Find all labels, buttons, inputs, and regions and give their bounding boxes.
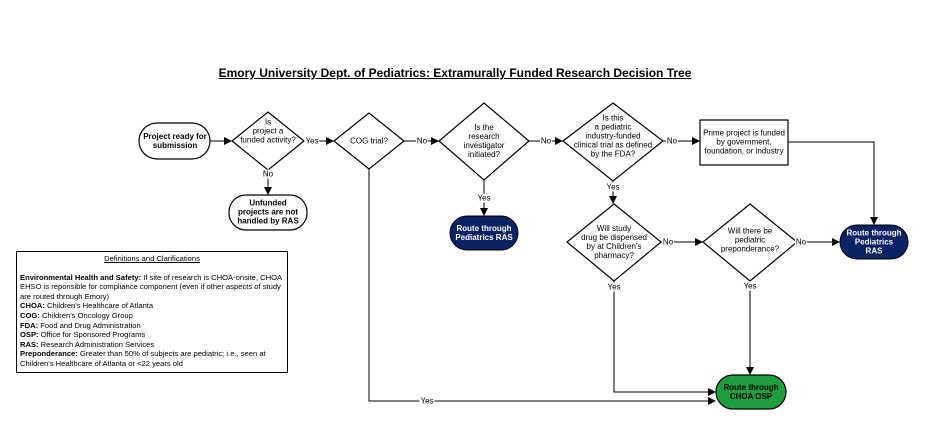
pharmacy-label: Will study drug be dispensed by at Child… (581, 224, 647, 260)
unfunded-label: Unfunded projects are not handled by RAS (237, 198, 299, 226)
definition-term: Preponderance: (20, 349, 78, 359)
edge-label-funded-yes: Yes (304, 136, 320, 146)
edge-label-investigator-no: No (539, 136, 553, 146)
definition-text: Children's Oncology Group (39, 310, 133, 320)
osp-terminal (715, 374, 787, 410)
definition-item: Preponderance: Greater than 50% of subje… (20, 349, 284, 368)
definition-term: COG: (20, 310, 40, 320)
start-label: Project ready for submission (143, 132, 207, 150)
definition-term: CHOA: (20, 301, 45, 311)
edge-label-preponderance-no: No (794, 237, 808, 247)
prime-label: Prime project is funded by government, f… (703, 128, 785, 156)
definition-item: COG: Children's Oncology Group (20, 311, 284, 321)
investigator-label: Is the research investigator initiated? (463, 123, 505, 159)
edge-label-pharmacy-no: No (661, 237, 675, 247)
arrow-prime-to-ras (788, 141, 878, 225)
definitions-box: Definitions and Clarifications Environme… (16, 251, 288, 373)
funded-label: Is project a funded activity? (240, 117, 296, 145)
ras-2-label: Route through Pediatrics RAS (846, 228, 902, 256)
edge-label-funded-no: No (261, 169, 275, 179)
definition-term: RAS: (20, 339, 39, 349)
edge-label-investigator-yes: Yes (476, 193, 492, 203)
definition-text: Food and Drug Administration (38, 320, 141, 330)
unfunded-terminal (228, 194, 308, 231)
definition-item: RAS: Research Administration Services (20, 340, 284, 350)
definition-text: If site of research is CHOA-onsite, CHOA… (20, 272, 282, 301)
definition-item: CHOA: Children's Healthcare of Atlanta (20, 301, 284, 311)
preponderance-label: Will there be pediatric preponderance? (720, 226, 780, 254)
arrow-pharmacy-to-osp (613, 281, 716, 396)
industry-label: Is this a pediatric industry-funded clin… (573, 113, 653, 159)
definitions-heading: Definitions and Clarifications (104, 254, 200, 263)
definition-text: Office for Sponsored Programs (38, 330, 146, 340)
osp-label: Route through CHOA OSP (723, 383, 779, 401)
edge-label-industry-yes: Yes (605, 182, 621, 192)
cog-label: COG trial? (350, 136, 388, 146)
definition-term: OSP: (20, 330, 39, 340)
ras-1-label: Route through Pediatrics RAS (455, 224, 513, 242)
edge-label-cog-no: No (415, 136, 429, 146)
ras-terminal-2 (839, 224, 909, 260)
edge-label-preponderance-yes: Yes (742, 281, 758, 291)
edge-label-industry-no: No (665, 136, 679, 146)
edge-label-cog-yes: Yes (419, 396, 435, 406)
definition-item: FDA: Food and Drug Administration (20, 321, 284, 331)
arrow-cog-to-osp (368, 169, 716, 405)
definition-item: Environmental Health and Safety: If site… (20, 273, 284, 302)
definition-text: Research Administration Services (38, 339, 155, 349)
ras-terminal-1 (449, 215, 519, 251)
prime-box (699, 119, 789, 166)
edge-label-pharmacy-yes: Yes (606, 282, 622, 292)
page-title: Emory University Dept. of Pediatrics: Ex… (218, 66, 692, 80)
definition-text: Children's Healthcare of Atlanta (44, 301, 154, 311)
definition-item: OSP: Office for Sponsored Programs (20, 330, 284, 340)
definition-text: Greater than 50% of subjects are pediatr… (20, 349, 266, 368)
definition-term: FDA: (20, 320, 39, 330)
definition-term: Environmental Health and Safety: (20, 272, 142, 282)
